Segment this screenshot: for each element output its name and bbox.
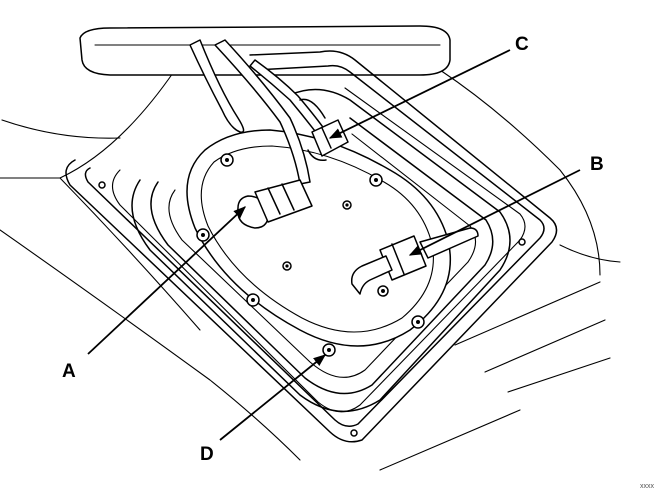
- callout-label-d: D: [200, 444, 214, 465]
- callout-label-a: A: [62, 361, 76, 382]
- mounting-nut: [342, 200, 352, 210]
- mounting-nut: [282, 261, 292, 271]
- wiring-harness: [189, 39, 326, 185]
- mounting-nut: [369, 173, 383, 187]
- callout-label-b: B: [590, 154, 604, 175]
- bolt-hole: [350, 429, 358, 437]
- leader-d: [219, 354, 326, 441]
- bolt-hole: [98, 181, 106, 189]
- pump-harness-connector: [237, 179, 313, 229]
- mounting-nut: [196, 228, 210, 242]
- mounting-nut: [411, 315, 425, 329]
- leader-a: [87, 206, 246, 355]
- figure-code: xxxx: [640, 483, 655, 490]
- leader-c: [328, 49, 511, 139]
- sealing-ring: [131, 88, 511, 412]
- mounting-nuts: [98, 153, 526, 437]
- leader-b: [408, 169, 581, 256]
- floor-panel: [0, 59, 621, 471]
- callout-label-c: C: [515, 34, 529, 55]
- mounting-nut: [322, 343, 336, 357]
- bolt-hole: [518, 238, 526, 246]
- mounting-nut: [377, 285, 389, 297]
- mounting-nut: [220, 153, 234, 167]
- callout-leaders: [87, 49, 581, 441]
- mounting-nut: [246, 293, 260, 307]
